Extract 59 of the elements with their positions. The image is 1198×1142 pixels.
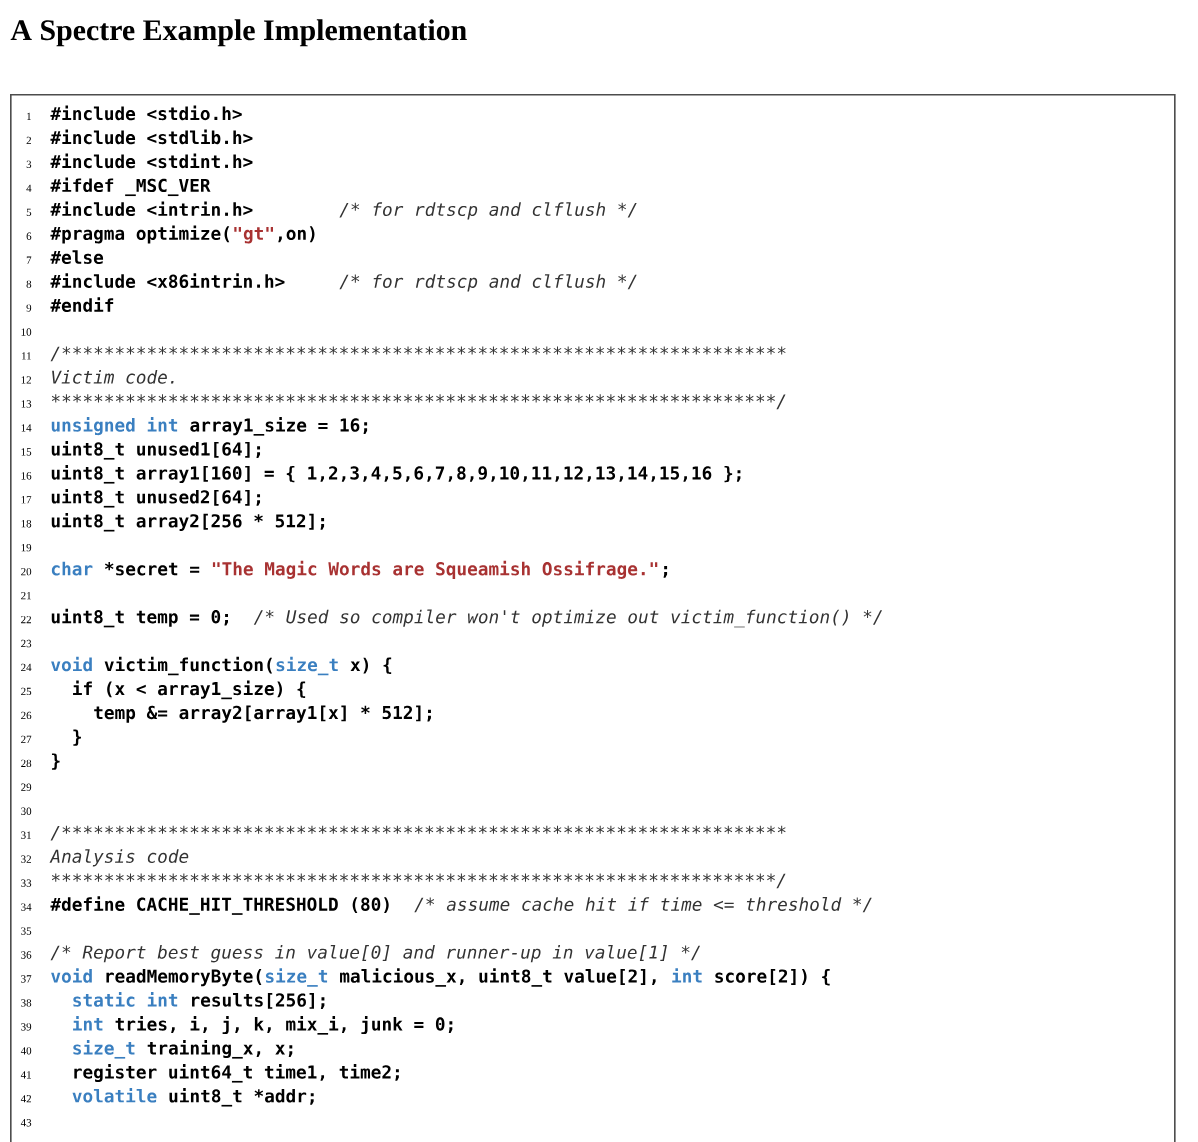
- code-comment: ********************************************************************/: [51, 873, 786, 889]
- code-comment: /* for rdtscp and clflush */: [339, 202, 637, 220]
- code-text: #else: [50, 250, 104, 264]
- code-text: #include <stdint.h>: [50, 153, 253, 169]
- code-text: }: [73, 729, 81, 746]
- code-text: training_x, x;: [147, 1040, 293, 1059]
- keyword: int: [73, 1016, 103, 1031]
- code-text: #include <stdio.h>: [50, 105, 242, 121]
- code-text: uint8_t unused2[64];: [51, 488, 261, 508]
- code-text: *secret =: [104, 562, 200, 576]
- code-listing: [10, 94, 1176, 1142]
- code-text: uint8_t *addr;: [169, 1087, 314, 1107]
- code-comment: /* Report best guess in value[0] and runner-up in value[1] */: [50, 945, 701, 963]
- code-text: if (x < array1_size) {: [73, 680, 306, 700]
- keyword: size_t: [73, 1040, 135, 1059]
- code-text: #define CACHE_HIT_THRESHOLD (80): [50, 896, 389, 915]
- code-comment: ********************************************************************/: [51, 394, 786, 410]
- string-literal: "gt": [234, 226, 273, 244]
- code-comment: /* Used so compiler won't optimize out victim_function() */: [253, 609, 883, 628]
- keyword: size_t: [276, 656, 338, 676]
- string-literal: "The Magic Words are Squeamish Ossifrage.": [212, 560, 658, 579]
- code-text: uint8_t array1[160] = { 1,2,3,4,5,6,7,8,9,10,11,12,13,14,15,16 };: [51, 465, 741, 484]
- keyword: void: [51, 656, 92, 672]
- code-text: #include <x86intrin.h>: [50, 273, 285, 288]
- code-text: }: [52, 753, 60, 770]
- keyword: size_t: [265, 968, 328, 987]
- code-text: ,on): [278, 226, 315, 243]
- code-text: ;: [663, 566, 668, 578]
- code-text: uint8_t temp = 0;: [51, 608, 228, 628]
- code-text: temp &= array2[array1[x] * 512];: [94, 705, 431, 723]
- code-text: uint8_t unused1[64];: [51, 441, 261, 460]
- code-text: register uint64_t time1, time2;: [74, 1064, 399, 1083]
- code-text: readMemoryByte(: [106, 969, 262, 987]
- keyword: int: [672, 968, 702, 983]
- code-comment: /********************************************************************: [50, 346, 786, 362]
- keyword: void: [51, 968, 92, 983]
- section-heading: A Spectre Example Implementation: [10, 19, 467, 47]
- code-text: #include <intrin.h>: [50, 201, 253, 217]
- code-text: #endif: [50, 297, 114, 312]
- code-comment: /********************************************************************: [50, 825, 786, 841]
- code-comment: Victim code.: [52, 370, 174, 384]
- keyword: volatile: [72, 1087, 157, 1103]
- code-text: results[256];: [192, 993, 325, 1009]
- code-comment: /* for rdtscp and clflush */: [339, 274, 637, 292]
- code-text: score[2]) {: [715, 969, 830, 986]
- code-text: #include <stdlib.h>: [50, 129, 253, 145]
- code-text: x) {: [350, 657, 392, 674]
- keyword: char: [51, 561, 93, 576]
- code-text: tries, i, j, k, mix_i, junk = 0;: [115, 1016, 453, 1035]
- code-text: #pragma optimize(: [50, 225, 230, 244]
- keyword: static int: [73, 992, 178, 1007]
- code-text: victim_function(: [104, 656, 273, 676]
- code-text: uint8_t array2[256 * 512];: [51, 512, 325, 532]
- code-comment: Analysis code: [49, 849, 189, 867]
- keyword: unsigned int: [51, 417, 178, 436]
- code-text: malicious_x, uint8_t value[2],: [340, 968, 656, 987]
- code-text: #ifdef _MSC_VER: [50, 177, 211, 197]
- code-text: array1_size = 16;: [190, 417, 368, 436]
- code-comment: /* assume cache hit if time <= threshold */: [414, 897, 872, 913]
